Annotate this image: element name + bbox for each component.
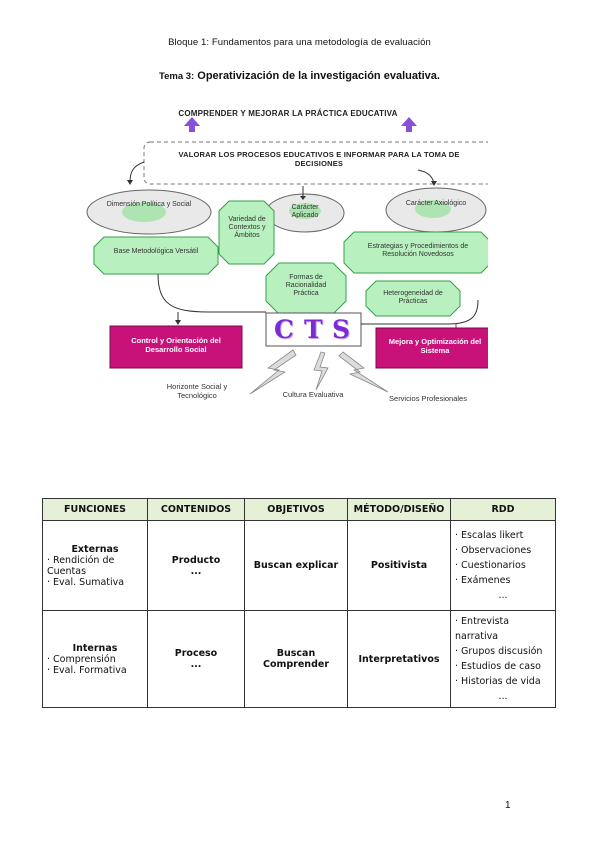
bottom-left-label: Horizonte Social y Tecnológico <box>166 382 228 400</box>
cell-contenido: Proceso ... <box>147 610 245 708</box>
evaluation-table: FUNCIONES CONTENIDOS OBJETIVOS MÉTODO/DI… <box>42 498 556 708</box>
curve-arrowhead-right <box>431 181 437 186</box>
box-right-shape <box>375 327 488 369</box>
cell-contenido: Producto ... <box>147 520 245 611</box>
cell-metodo: Positivista <box>347 520 451 611</box>
rdd-item: · Entrevista narrativa <box>455 616 510 642</box>
ellipse-left-blob <box>122 202 166 222</box>
col-header-metodo: MÉTODO/DISEÑO <box>347 498 451 521</box>
tema-title: Operativización de la investigación eval… <box>197 70 440 82</box>
diagram-graphics <box>86 117 488 395</box>
cell-objetivo: Buscan Comprender <box>244 610 348 708</box>
bottom-center-label: Cultura Evaluativa <box>282 390 344 399</box>
oct-formas-label: Formas de Racionalidad Práctica <box>285 274 327 298</box>
lightning-left <box>249 349 297 395</box>
diagram-top-caption: COMPRENDER Y MEJORAR LA PRÁCTICA EDUCATI… <box>178 109 398 118</box>
cts-letter-c: C <box>274 315 294 344</box>
cts-letter-t: T <box>304 315 323 344</box>
connector-left <box>157 273 266 313</box>
lightning-right <box>338 351 389 393</box>
diagram-dashed-caption: VALORAR LOS PROCESOS EDUCATIVOS E INFORM… <box>178 150 460 168</box>
contenido-dots: ... <box>190 659 202 670</box>
func-item: · Rendición de Cuentas <box>47 554 115 577</box>
ellipse-center-blob <box>289 203 321 219</box>
col-header-objetivos: OBJETIVOS <box>244 498 348 521</box>
func-item: · Comprensión <box>47 653 116 665</box>
up-arrow-right <box>401 117 417 132</box>
rdd-item: · Historias de vida <box>455 676 541 687</box>
oct-variedad-label: Variedad de Contextos y Ámbitos <box>228 216 266 240</box>
func-item: · Eval. Formativa <box>47 664 127 676</box>
ellipse-right-blob <box>415 200 451 218</box>
dashed-box-shape <box>143 141 488 185</box>
func-title: Externas <box>71 543 119 555</box>
cell-funciones: Internas · Comprensión · Eval. Formativa <box>42 610 148 708</box>
oct-base-label: Base Metodológica Versátil <box>113 248 199 255</box>
ellipse-left-label: Dimensión Política y Social <box>106 201 192 208</box>
oct-hetero-label: Heterogeneidad de Prácticas <box>383 290 443 306</box>
contenido-value: Producto <box>171 554 221 566</box>
cell-funciones: Externas · Rendición de Cuentas · Eval. … <box>42 520 148 611</box>
oct-estrategias-label: Estrategias y Procedimientos de Resoluci… <box>367 243 469 259</box>
col-header-contenidos: CONTENIDOS <box>147 498 245 521</box>
oct-variedad-shape <box>218 200 275 265</box>
oct-hetero-shape <box>365 280 461 317</box>
ellipse-right-label: Carácter Axiológico <box>405 200 467 207</box>
table-header-row: FUNCIONES CONTENIDOS OBJETIVOS MÉTODO/DI… <box>42 498 556 521</box>
cell-metodo: Interpretativos <box>347 610 451 708</box>
oct-estrategias-shape <box>343 231 488 274</box>
rdd-item: · Cuestionarios <box>455 560 526 571</box>
table-row: Internas · Comprensión · Eval. Formativa… <box>42 610 556 708</box>
col-header-funciones: FUNCIONES <box>42 498 148 521</box>
bottom-right-label: Servicios Profesionales <box>389 394 467 403</box>
curve-arrowhead-left <box>127 180 133 185</box>
box-left-shape <box>109 325 243 369</box>
oct-base-shape <box>93 236 219 275</box>
cell-rdd: · Escalas likert · Observaciones · Cuest… <box>450 520 556 611</box>
rdd-dots: ... <box>498 590 508 601</box>
rdd-item: · Exámenes <box>455 575 511 586</box>
curve-arrow-left <box>129 161 145 183</box>
cell-objetivo: Buscan explicar <box>244 520 348 611</box>
box-right-label: Mejora y Optimización del Sistema <box>388 337 482 355</box>
concept-diagram: COMPRENDER Y MEJORAR LA PRÁCTICA EDUCATI… <box>78 100 488 415</box>
rdd-item: · Estudios de caso <box>455 661 541 672</box>
rdd-item: · Observaciones <box>455 545 532 556</box>
rdd-item: · Escalas likert <box>455 530 524 541</box>
lightning-center <box>313 351 329 391</box>
col-header-rdd: RDD <box>450 498 556 521</box>
func-title: Internas <box>72 642 118 654</box>
connector-left-arrowhead <box>175 320 181 325</box>
contenido-value: Proceso <box>174 648 218 659</box>
up-arrow-left <box>184 117 200 132</box>
section-title: Tema 3: Operativización de la investigac… <box>0 70 599 82</box>
rdd-dots: ... <box>498 691 508 702</box>
box-left-label: Control y Orientación del Desarrollo Soc… <box>131 336 221 354</box>
page-number: 1 <box>505 800 511 811</box>
page-header: Bloque 1: Fundamentos para una metodolog… <box>168 37 431 48</box>
cts-letter-s: S <box>332 315 351 344</box>
func-item: · Eval. Sumativa <box>47 576 125 588</box>
table-row: Externas · Rendición de Cuentas · Eval. … <box>42 520 556 611</box>
rdd-item: · Grupos discusión <box>455 646 543 657</box>
connector-right <box>361 299 479 325</box>
cts-frame <box>265 312 362 347</box>
cell-rdd: · Entrevista narrativa · Grupos discusió… <box>450 610 556 708</box>
ellipse-center-label: Carácter Aplicado <box>291 204 319 220</box>
center-down-arrowhead <box>300 196 306 200</box>
contenido-dots: ... <box>190 565 202 577</box>
tema-label: Tema 3: <box>159 71 195 82</box>
